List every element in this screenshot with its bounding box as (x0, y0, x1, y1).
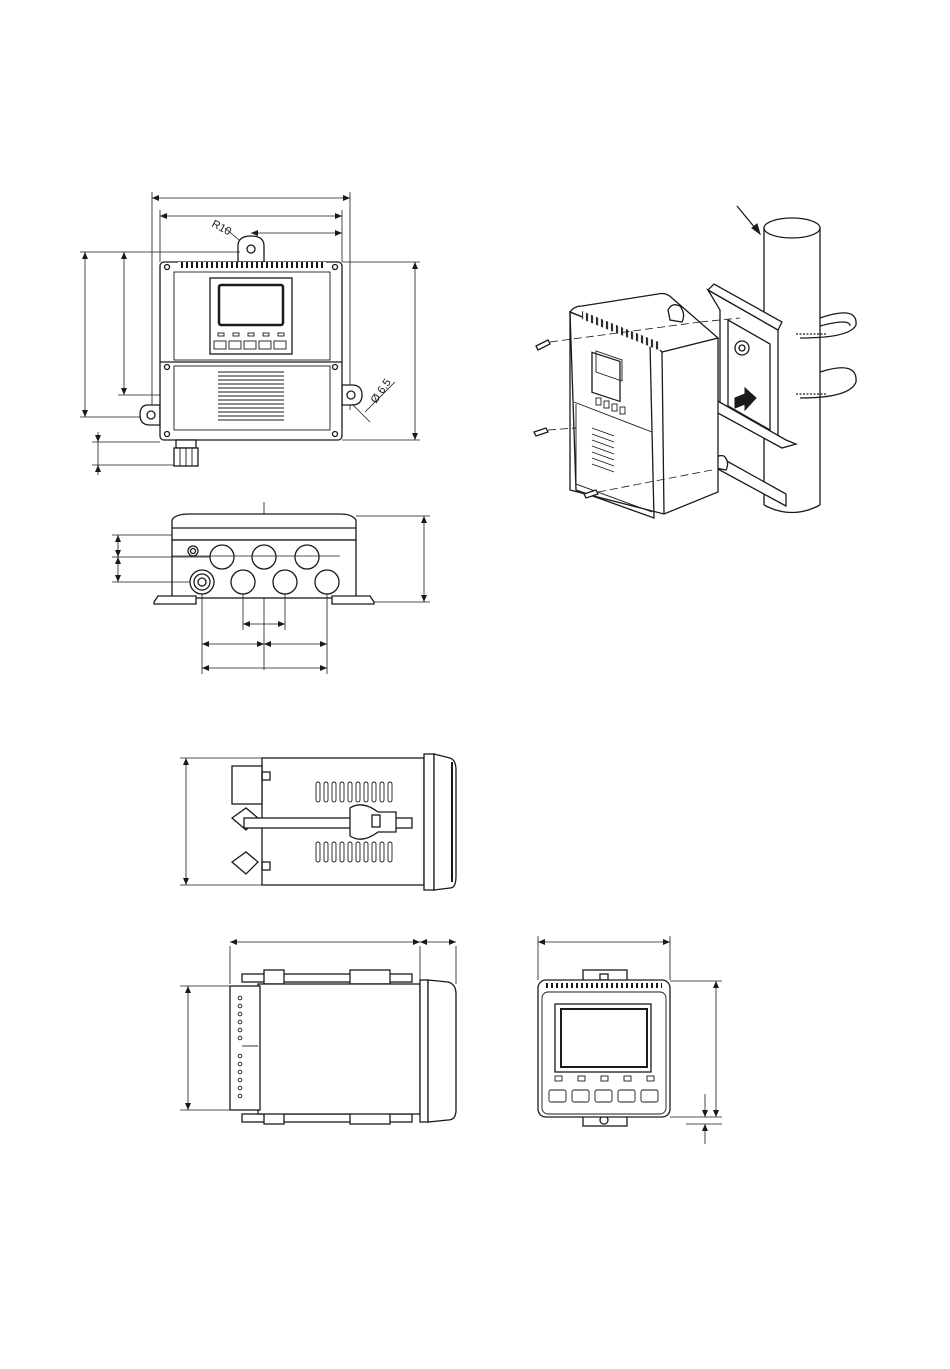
panel-front-view (538, 936, 722, 1144)
hole-diameter-label: Ø 6.5 (369, 377, 394, 406)
pipe-mount-iso (534, 206, 856, 518)
radius-label: R10 (210, 218, 233, 238)
panel-side-view (180, 754, 456, 890)
front-view: R10 (80, 192, 420, 475)
bottom-view (112, 502, 430, 674)
panel-top-view (180, 942, 456, 1124)
